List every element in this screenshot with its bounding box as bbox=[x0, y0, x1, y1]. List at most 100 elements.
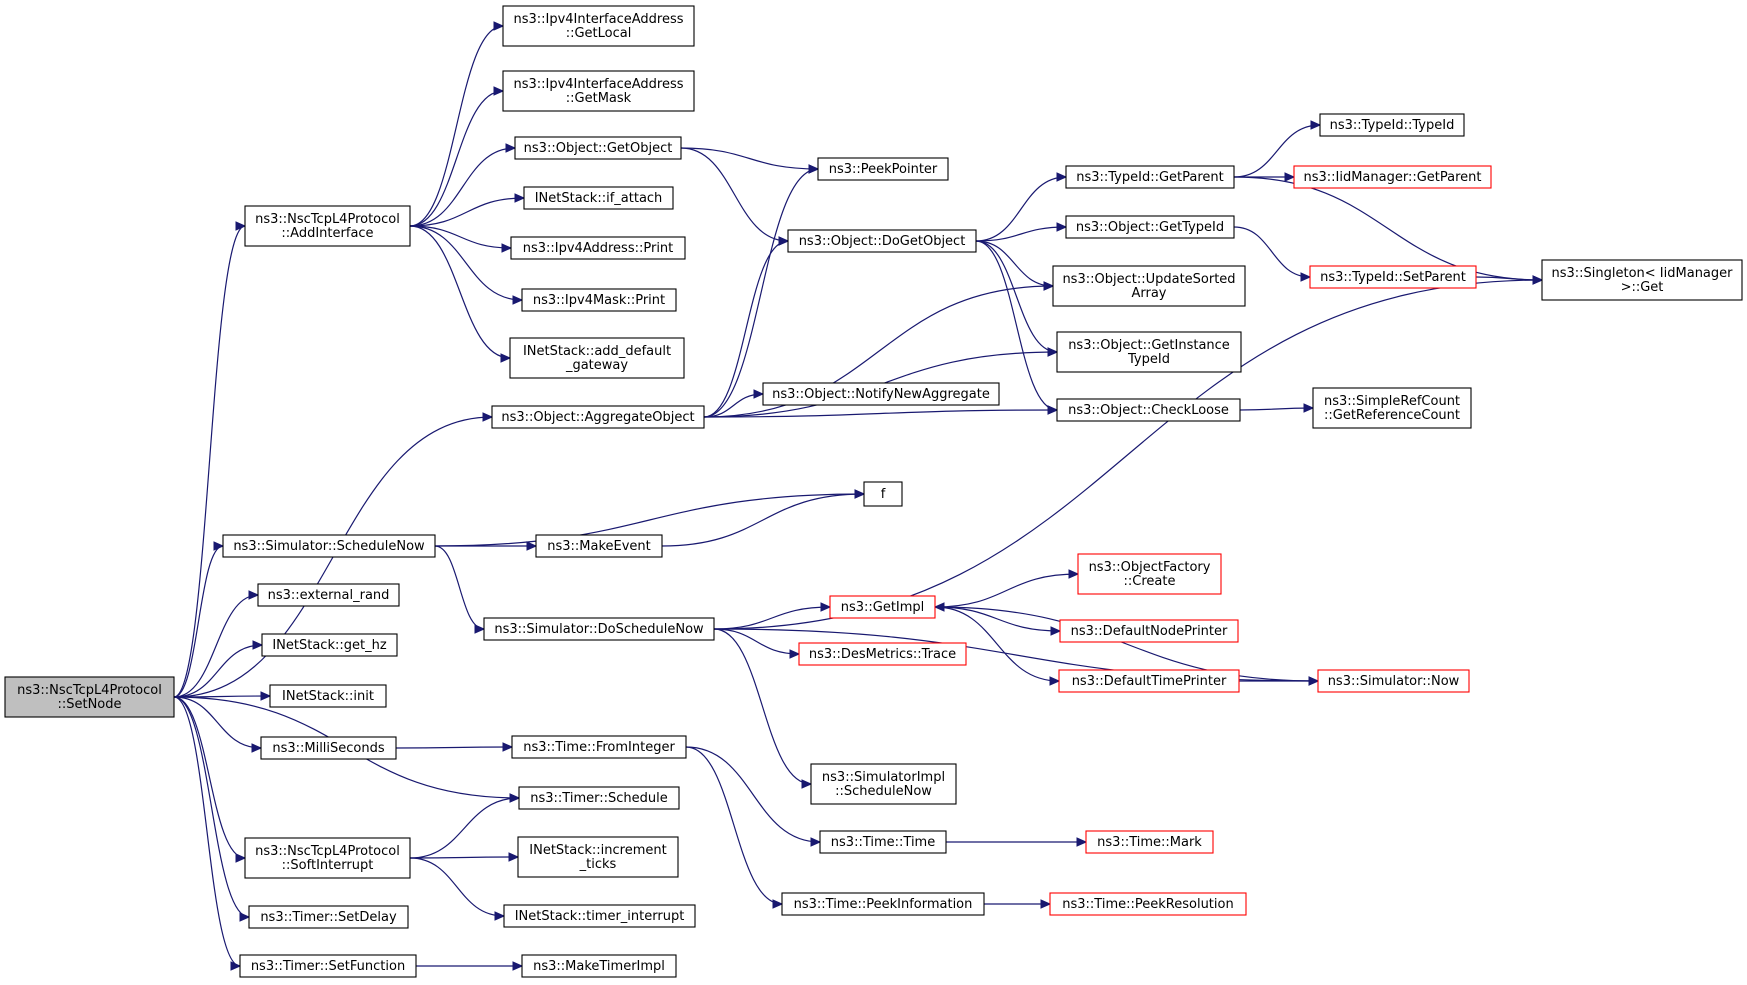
node-peekPtr[interactable]: ns3::PeekPointer bbox=[817, 157, 949, 181]
node-box bbox=[523, 186, 674, 210]
node-peekRes[interactable]: ns3::Time::PeekResolution bbox=[1049, 892, 1247, 916]
node-singletonGet[interactable]: ns3::Singleton< IidManager>::Get bbox=[1541, 259, 1743, 301]
node-schedNow[interactable]: ns3::Simulator::ScheduleNow bbox=[222, 534, 436, 558]
node-box bbox=[1058, 669, 1240, 693]
node-simImplSched[interactable]: ns3::SimulatorImpl::ScheduleNow bbox=[810, 763, 957, 805]
node-timerInt[interactable]: INetStack::timer_interrupt bbox=[503, 904, 696, 928]
node-label: ns3::TypeId::TypeId bbox=[1330, 118, 1455, 133]
node-aggObj[interactable]: ns3::Object::AggregateObject bbox=[491, 405, 705, 429]
node-getObject[interactable]: ns3::Object::GetObject bbox=[514, 136, 682, 160]
node-box bbox=[260, 736, 397, 760]
node-label: ns3::NscTcpL4Protocol bbox=[255, 844, 400, 859]
node-milli[interactable]: ns3::MilliSeconds bbox=[260, 736, 397, 760]
node-simNow[interactable]: ns3::Simulator::Now bbox=[1317, 669, 1470, 693]
node-peekInfo[interactable]: ns3::Time::PeekInformation bbox=[781, 892, 985, 916]
node-box bbox=[239, 954, 417, 978]
node-box bbox=[810, 763, 957, 805]
edge-addIf-ifAttach bbox=[409, 197, 525, 227]
node-doGetObj[interactable]: ns3::Object::DoGetObject bbox=[787, 229, 977, 253]
node-root[interactable]: ns3::NscTcpL4Protocol::SetNode bbox=[4, 676, 175, 718]
node-label: ns3::Object::CheckLoose bbox=[1068, 403, 1229, 418]
node-ipv4AddrPrint[interactable]: ns3::Ipv4Address::Print bbox=[510, 236, 686, 260]
node-label: ns3::MilliSeconds bbox=[272, 741, 385, 756]
edge-root-schedNow bbox=[173, 545, 224, 698]
node-timerSetDelay[interactable]: ns3::Timer::SetDelay bbox=[248, 905, 409, 929]
node-iidGetParent[interactable]: ns3::IidManager::GetParent bbox=[1293, 165, 1492, 189]
node-getHz[interactable]: INetStack::get_hz bbox=[261, 633, 398, 657]
edge-doGetObj-tidGetParent bbox=[975, 176, 1067, 242]
node-init[interactable]: INetStack::init bbox=[269, 684, 387, 708]
node-timerSetFn[interactable]: ns3::Timer::SetFunction bbox=[239, 954, 417, 978]
edge-doSchedNow-desTrace bbox=[713, 628, 800, 655]
edge-fromInt-peekInfo bbox=[685, 746, 783, 905]
edge-arrowhead bbox=[230, 961, 242, 971]
node-ipv4MaskPrint[interactable]: ns3::Ipv4Mask::Print bbox=[521, 288, 677, 312]
node-label: ns3::Ipv4Mask::Print bbox=[533, 293, 665, 308]
node-getMask[interactable]: ns3::Ipv4InterfaceAddress::GetMask bbox=[502, 70, 695, 112]
node-desTrace[interactable]: ns3::DesMetrics::Trace bbox=[798, 642, 967, 666]
edge-doSchedNow-simImplSched bbox=[713, 628, 812, 785]
node-box bbox=[1319, 113, 1465, 137]
node-box bbox=[819, 830, 947, 854]
node-timerSched[interactable]: ns3::Timer::Schedule bbox=[518, 786, 680, 810]
node-box bbox=[1065, 165, 1235, 189]
edge-arrowhead bbox=[252, 640, 264, 650]
edge-addIf-ipv4MaskPrint bbox=[409, 225, 523, 301]
edge-doGetObj-checkLoose bbox=[975, 240, 1058, 411]
edge-arrowhead bbox=[1303, 403, 1315, 413]
edge-arrowhead bbox=[1310, 120, 1322, 130]
edge-arrowhead bbox=[482, 412, 494, 422]
node-extRand[interactable]: ns3::external_rand bbox=[257, 583, 400, 607]
edge-makeEvent-f bbox=[661, 493, 865, 547]
node-addIf[interactable]: ns3::NscTcpL4Protocol::AddInterface bbox=[244, 205, 411, 247]
node-defTimePr[interactable]: ns3::DefaultTimePrinter bbox=[1058, 669, 1240, 693]
edge-aggObj-updSorted bbox=[703, 285, 1054, 418]
node-label: INetStack::init bbox=[282, 689, 374, 704]
node-addGw[interactable]: INetStack::add_default_gateway bbox=[509, 337, 685, 379]
node-box bbox=[1309, 265, 1477, 289]
node-tidTypeId[interactable]: ns3::TypeId::TypeId bbox=[1319, 113, 1465, 137]
node-getImpl[interactable]: ns3::GetImpl bbox=[829, 595, 936, 619]
node-simpleRef[interactable]: ns3::SimpleRefCount::GetReferenceCount bbox=[1312, 387, 1472, 429]
edge-arrowhead bbox=[1068, 569, 1080, 579]
node-ifAttach[interactable]: INetStack::if_attach bbox=[523, 186, 674, 210]
node-fromInt[interactable]: ns3::Time::FromInteger bbox=[511, 735, 687, 759]
edge-tidGetParent-tidTypeId bbox=[1233, 124, 1321, 178]
edge-addIf-ipv4AddrPrint bbox=[409, 225, 512, 249]
node-makeEvent[interactable]: ns3::MakeEvent bbox=[535, 534, 663, 558]
node-box bbox=[1052, 265, 1246, 307]
node-objFactory[interactable]: ns3::ObjectFactory::Create bbox=[1077, 553, 1222, 595]
node-defNodePr[interactable]: ns3::DefaultNodePrinter bbox=[1059, 619, 1239, 643]
node-box bbox=[511, 735, 687, 759]
edge-arrowhead bbox=[260, 691, 272, 701]
node-tidGetParent[interactable]: ns3::TypeId::GetParent bbox=[1065, 165, 1235, 189]
edge-root-softInt bbox=[173, 696, 246, 859]
node-notifyAgg[interactable]: ns3::Object::NotifyNewAggregate bbox=[762, 382, 1000, 406]
node-box bbox=[222, 534, 436, 558]
node-box bbox=[762, 382, 1000, 406]
edge-arrowhead bbox=[508, 852, 520, 862]
node-getLocal[interactable]: ns3::Ipv4InterfaceAddress::GetLocal bbox=[502, 5, 695, 47]
node-makeTimerImpl[interactable]: ns3::MakeTimerImpl bbox=[521, 954, 677, 978]
node-f[interactable]: f bbox=[863, 481, 903, 507]
node-timeMark[interactable]: ns3::Time::Mark bbox=[1085, 830, 1214, 854]
node-incTicks[interactable]: INetStack::increment_ticks bbox=[517, 836, 679, 878]
edge-arrowhead bbox=[1056, 222, 1068, 232]
node-checkLoose[interactable]: ns3::Object::CheckLoose bbox=[1056, 398, 1241, 422]
edge-root-timerSetFn bbox=[173, 696, 241, 967]
node-tidSetParent[interactable]: ns3::TypeId::SetParent bbox=[1309, 265, 1477, 289]
node-box bbox=[502, 5, 695, 47]
node-label: ns3::TypeId::SetParent bbox=[1320, 270, 1466, 285]
node-timeTime[interactable]: ns3::Time::Time bbox=[819, 830, 947, 854]
node-objGetTypeId[interactable]: ns3::Object::GetTypeId bbox=[1065, 215, 1235, 239]
node-box bbox=[787, 229, 977, 253]
node-doSchedNow[interactable]: ns3::Simulator::DoScheduleNow bbox=[483, 617, 715, 641]
node-label: ns3::Singleton< IidManager bbox=[1551, 266, 1733, 281]
edge-arrowhead bbox=[505, 143, 517, 153]
node-label: ns3::Time::Time bbox=[831, 835, 935, 850]
edge-fromInt-timeTime bbox=[685, 746, 821, 843]
node-softInt[interactable]: ns3::NscTcpL4Protocol::SoftInterrupt bbox=[244, 837, 411, 879]
